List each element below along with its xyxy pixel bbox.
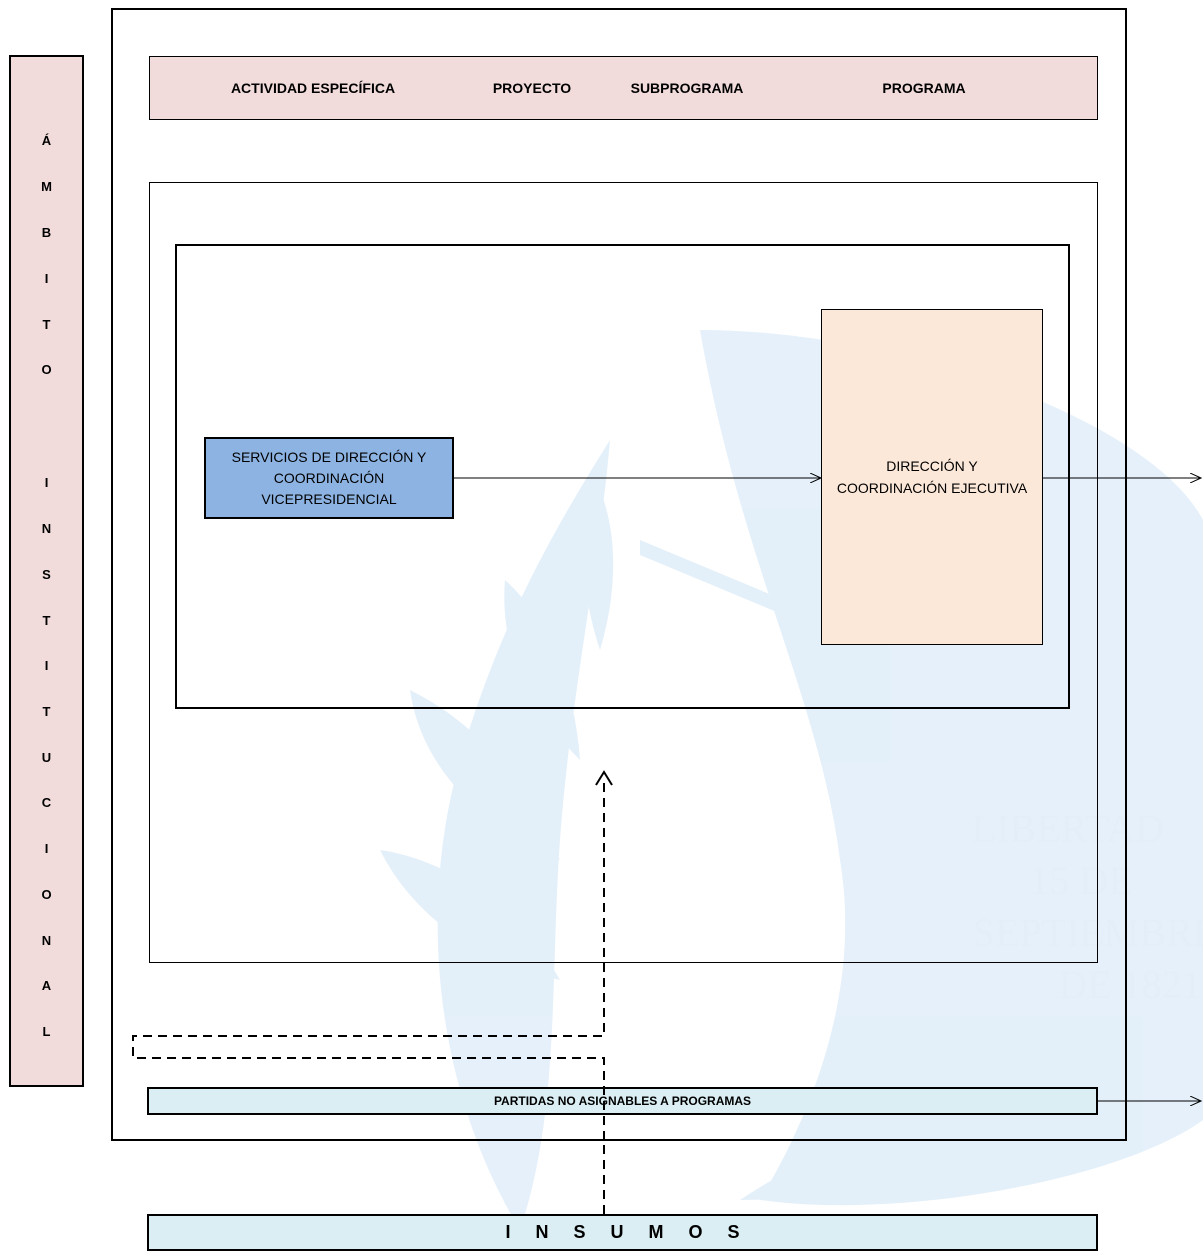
side-letter: S <box>42 567 51 582</box>
insumos-label: INSUMOS <box>505 1222 765 1242</box>
side-letter: T <box>42 704 51 719</box>
outer-frame <box>111 8 1127 1141</box>
header-proyecto: PROYECTO <box>492 80 572 96</box>
side-letter: N <box>41 933 52 948</box>
side-letter: O <box>41 362 52 377</box>
side-letter: T <box>42 317 51 332</box>
side-letter: C <box>41 795 52 810</box>
side-letter: T <box>42 613 51 628</box>
side-letter: I <box>44 271 49 286</box>
activity-box-label: SERVICIOS DE DIRECCIÓN Y COORDINACIÓN VI… <box>231 448 427 507</box>
activity-box: SERVICIOS DE DIRECCIÓN Y COORDINACIÓN VI… <box>204 437 454 519</box>
ambito-institucional-label: Á M B I T O I N S T I T U C I O N A L <box>9 55 84 1087</box>
header-subprograma: SUBPROGRAMA <box>630 80 744 96</box>
side-letter: N <box>41 521 52 536</box>
side-letter: I <box>44 841 49 856</box>
side-letter: Á <box>41 133 52 148</box>
side-letter: O <box>41 887 52 902</box>
middle-frame <box>149 182 1098 963</box>
partidas-label: PARTIDAS NO ASIGNABLES A PROGRAMAS <box>493 1094 752 1108</box>
side-letter: I <box>44 658 49 673</box>
side-letter: U <box>41 750 52 765</box>
program-box: DIRECCIÓN Y COORDINACIÓN EJECUTIVA <box>821 309 1043 645</box>
inner-frame <box>175 244 1070 709</box>
header-actividad-especifica: ACTIVIDAD ESPECÍFICA <box>230 80 396 96</box>
level-header-band: ACTIVIDAD ESPECÍFICA PROYECTO SUBPROGRAM… <box>149 56 1098 120</box>
partidas-bar: PARTIDAS NO ASIGNABLES A PROGRAMAS <box>147 1087 1098 1115</box>
side-letter: I <box>44 475 49 490</box>
side-letter: M <box>41 179 52 194</box>
side-letter: L <box>42 1024 51 1039</box>
header-programa: PROGRAMA <box>882 80 966 96</box>
program-box-label: DIRECCIÓN Y COORDINACIÓN EJECUTIVA <box>836 458 1028 496</box>
side-letter: B <box>41 225 52 240</box>
insumos-bar: INSUMOS <box>147 1214 1098 1251</box>
side-letter: A <box>41 978 52 993</box>
